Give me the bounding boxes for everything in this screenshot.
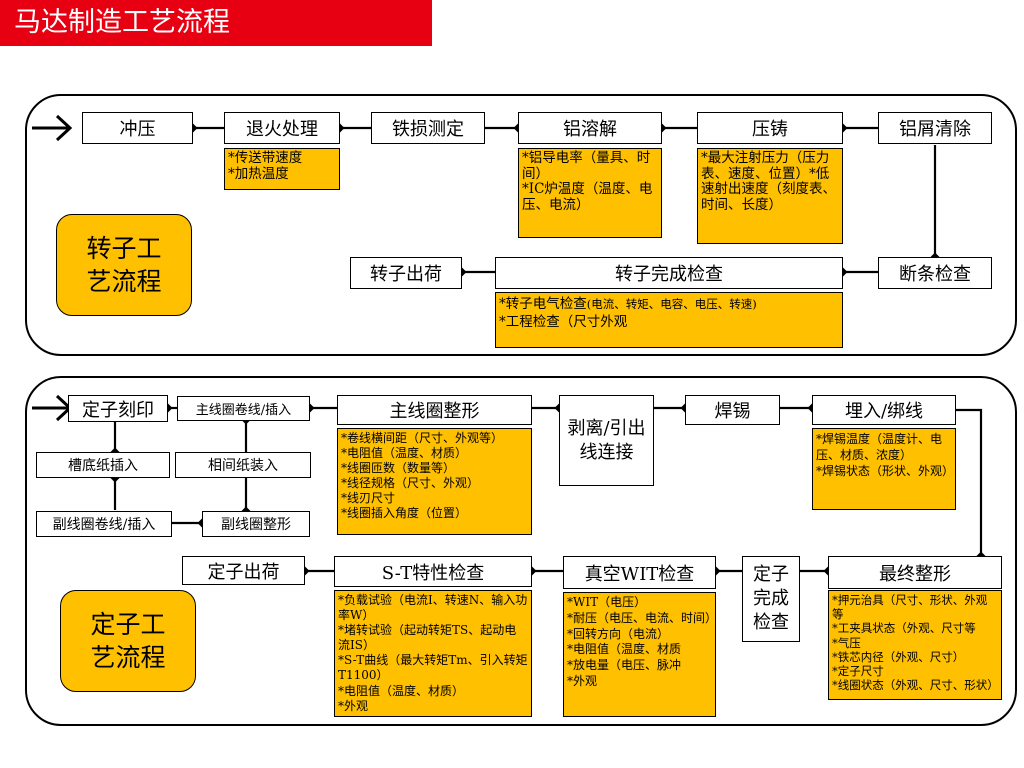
step-binding[interactable]: 埋入/绑线 xyxy=(812,395,956,425)
step-vacuum-wit-check[interactable]: 真空WIT检查 xyxy=(563,556,716,589)
step-final-shaping[interactable]: 最终整形 xyxy=(828,556,1002,589)
note-vacuum-wit-check: *WIT（电压） *耐压（电压、电流、时间） *回转方向（电流） *电阻值（温度… xyxy=(563,592,716,717)
step-stator-complete-check[interactable]: 定子完成检查 xyxy=(742,556,800,642)
note-die-casting: *最大注射压力（压力表、速度、位置）*低速射出速度（刻度表、时间、长度） xyxy=(697,148,843,244)
step-rotor-final-check[interactable]: 转子完成检查 xyxy=(495,257,843,289)
step-st-characteristic-check[interactable]: S-T特性检查 xyxy=(334,556,532,587)
page-title: 马达制造工艺流程 xyxy=(0,0,432,46)
step-die-casting[interactable]: 压铸 xyxy=(697,112,843,144)
note-binding: *焊锡温度（温度计、电压、材质、浓度） *焊锡状态（形状、外观） xyxy=(812,428,956,510)
step-slot-paper[interactable]: 槽底纸插入 xyxy=(36,452,170,478)
note-al-melting: *铝导电率（量具、时间） *IC炉温度（温度、电压、电流） xyxy=(518,148,662,238)
step-chip-removal[interactable]: 铝屑清除 xyxy=(878,112,992,144)
step-phase-paper[interactable]: 相间纸装入 xyxy=(175,452,311,478)
note-st-characteristic-check: *负载试验（电流I、转速N、输入功率W） *堵转试验（起动转矩TS、起动电流IS… xyxy=(334,590,532,717)
step-al-melting[interactable]: 铝溶解 xyxy=(518,112,662,144)
step-rotor-shipping[interactable]: 转子出荷 xyxy=(350,257,462,289)
step-soldering[interactable]: 焊锡 xyxy=(685,395,780,425)
step-main-coil-winding[interactable]: 主线圈卷线/插入 xyxy=(177,396,310,421)
step-stator-shipping[interactable]: 定子出荷 xyxy=(182,556,305,585)
note-final-shaping: *押元治具（尺寸、形状、外观等 *工夹具状态（外观、尺寸等 *气压 *铁芯内径（… xyxy=(828,590,1002,700)
note-annealing: *传送带速度 *加热温度 xyxy=(224,148,340,190)
step-break-check[interactable]: 断条检查 xyxy=(878,257,992,289)
note-main-coil-shaping: *卷线横间距（尺寸、外观等） *电阻值（温度、材质） *线圈匝数（数量等） *线… xyxy=(337,428,532,535)
step-iron-loss[interactable]: 铁损测定 xyxy=(371,112,485,144)
step-sub-coil-winding[interactable]: 副线圈卷线/插入 xyxy=(36,511,172,537)
step-sub-coil-shaping[interactable]: 副线圈整形 xyxy=(202,511,310,537)
step-stator-marking[interactable]: 定子刻印 xyxy=(68,395,168,422)
step-main-coil-shaping[interactable]: 主线圈整形 xyxy=(337,395,532,425)
note-rotor-final-check: *转子电气检查(电流、转矩、电容、电压、转速) *工程检查（尺寸外观 xyxy=(495,292,843,348)
stator-lane-label: 定子工艺流程 xyxy=(60,590,196,692)
step-annealing[interactable]: 退火处理 xyxy=(224,112,340,144)
step-stamping[interactable]: 冲压 xyxy=(82,112,193,144)
step-lead-wire[interactable]: 剥离/引出线连接 xyxy=(559,395,654,486)
rotor-lane-label: 转子工艺流程 xyxy=(56,214,192,316)
